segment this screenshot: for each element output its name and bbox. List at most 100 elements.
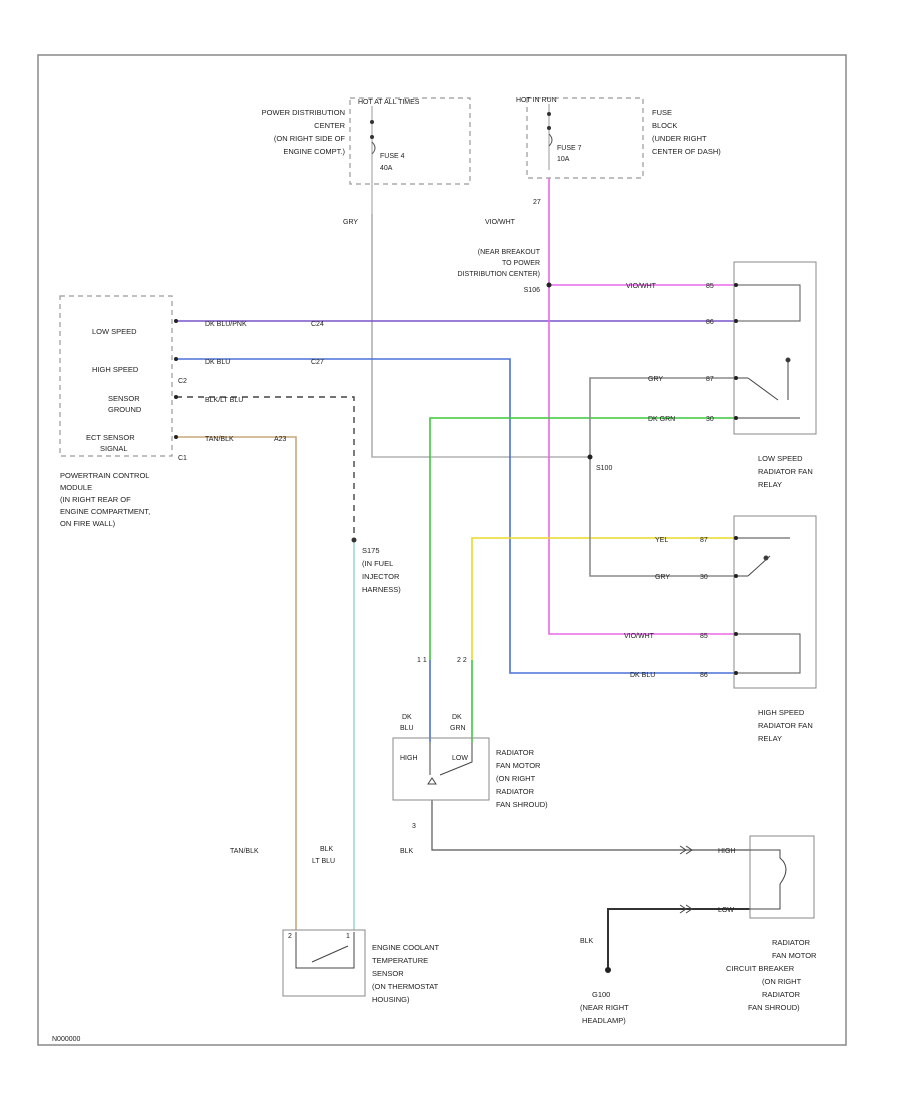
cb-title-4: (ON RIGHT xyxy=(762,977,802,986)
low-relay-pin-30: 30 xyxy=(706,416,714,423)
tan-blk-label: TAN/BLK xyxy=(205,436,234,443)
fuse-block-label-line4: CENTER OF DASH) xyxy=(652,147,721,156)
pcm-box xyxy=(59,295,173,457)
low-relay-title-1: LOW SPEED xyxy=(758,454,803,463)
breakout-label-line4: S106 xyxy=(524,287,540,294)
cb-title-1: RADIATOR xyxy=(772,938,811,947)
tan-blk-ect-label: TAN/BLK xyxy=(230,848,259,855)
vio-wht-wire-label: VIO/WHT xyxy=(485,219,516,226)
high-relay-pin-87: 87 xyxy=(700,537,708,544)
s175-splice xyxy=(351,537,357,543)
high-relay-coil xyxy=(736,633,801,674)
connector-1-label: 1 1 xyxy=(417,657,427,664)
pcm-sensor-ground-line2: GROUND xyxy=(108,405,142,414)
hot-in-run-label: HOT IN RUN xyxy=(516,97,557,104)
cb-title-3: CIRCUIT BREAKER xyxy=(726,964,795,973)
power-distribution-center-box xyxy=(349,97,471,185)
motor-title-5: FAN SHROUD) xyxy=(496,800,548,809)
fan-motor-symbol xyxy=(427,742,473,785)
s175-label-2: (IN FUEL xyxy=(362,559,393,568)
cb-low-label: LOW xyxy=(718,907,734,914)
gry-feed-wire xyxy=(371,214,590,458)
breakout-label-line2: TO POWER xyxy=(502,260,540,267)
svg-text:FUSE 7: FUSE 7 xyxy=(557,145,582,152)
gry-relay-wire xyxy=(589,377,736,577)
motor-title-4: RADIATOR xyxy=(496,787,535,796)
pcm-c2-label: C2 xyxy=(178,378,187,385)
ect-sensor-symbol xyxy=(295,932,355,969)
fuse-7-symbol: FUSE 7 10A xyxy=(547,104,582,170)
breakout-label-line1: (NEAR BREAKOUT xyxy=(478,249,541,256)
g100-label-1: G100 xyxy=(592,990,610,999)
footer-code: N000000 xyxy=(52,1036,81,1043)
s175-label-4: HARNESS) xyxy=(362,585,401,594)
sensor-ground-wire xyxy=(176,396,355,540)
ect-title-2: TEMPERATURE xyxy=(372,956,428,965)
wire-27-label: 27 xyxy=(533,199,541,206)
g100-label-3: HEADLAMP) xyxy=(582,1016,626,1025)
dk-blu-label: DK BLU xyxy=(205,359,230,366)
dk-blu-pk-label: DK BLU/PNK xyxy=(205,321,247,328)
high-relay-title-1: HIGH SPEED xyxy=(758,708,805,717)
low-speed-relay-box xyxy=(733,261,817,435)
ect-sensor-box xyxy=(282,929,366,997)
ect-pin-2: 2 xyxy=(288,933,292,940)
blk-motor-label: BLK xyxy=(400,848,414,855)
low-relay-title-2: RADIATOR FAN xyxy=(758,467,813,476)
c24-label: C24 xyxy=(311,321,324,328)
motor-title-3: (ON RIGHT xyxy=(496,774,536,783)
blk-lt-blu-ect-2: LT BLU xyxy=(312,858,335,865)
dk-grn-relay-label: DK GRN xyxy=(648,416,675,423)
ect-title-1: ENGINE COOLANT xyxy=(372,943,440,952)
motor-dk-blu-1: DK xyxy=(402,714,412,721)
s100-label: S100 xyxy=(596,465,612,472)
low-relay-pin-86: 86 xyxy=(706,319,714,326)
pcm-sensor-ground-line1: SENSOR xyxy=(108,394,140,403)
g100-label-2: (NEAR RIGHT xyxy=(580,1003,629,1012)
pdc-label-line3: (ON RIGHT SIDE OF xyxy=(274,134,346,143)
vio-wht-relay-label: VIO/WHT xyxy=(626,283,657,290)
pcm-title-line1: POWERTRAIN CONTROL xyxy=(60,471,149,480)
motor-dk-grn-1: DK xyxy=(452,714,462,721)
pcm-high-speed-label: HIGH SPEED xyxy=(92,365,139,374)
vio-wht-feed-wire xyxy=(548,178,736,635)
motor-dk-grn-2: GRN xyxy=(450,725,466,732)
a23-label: A23 xyxy=(274,436,287,443)
low-relay-switch xyxy=(736,357,800,419)
high-relay-pin-30: 30 xyxy=(700,574,708,581)
ect-title-4: (ON THERMOSTAT xyxy=(372,982,439,991)
motor-high-label: HIGH xyxy=(400,755,418,762)
dk-blu-high-relay-label: DK BLU xyxy=(630,672,655,679)
fuse-4-symbol: FUSE 4 40A xyxy=(370,106,405,214)
pcm-c1-label: C1 xyxy=(178,455,187,462)
diagram-frame xyxy=(37,54,847,1046)
high-relay-switch xyxy=(736,537,790,577)
pcm-low-speed-label: LOW SPEED xyxy=(92,327,137,336)
svg-text:40A: 40A xyxy=(380,165,393,172)
pcm-ect-line1: ECT SENSOR xyxy=(86,433,135,442)
s175-label-1: S175 xyxy=(362,546,380,555)
motor-low-label: LOW xyxy=(452,755,468,762)
cb-high-label: HIGH xyxy=(718,848,736,855)
connector-2-label: 2 2 xyxy=(457,657,467,664)
vio-wht-high-relay-label: VIO/WHT xyxy=(624,633,655,640)
high-speed-relay-box xyxy=(733,515,817,689)
breaker-symbol xyxy=(750,849,787,910)
pcm-title-line2: MODULE xyxy=(60,483,92,492)
svg-text:10A: 10A xyxy=(557,156,570,163)
g100-ground-point xyxy=(605,967,611,973)
fan-motor-box xyxy=(392,737,490,801)
blk-lt-blu-label: BLK/LT BLU xyxy=(205,397,243,404)
gry-high-relay-label: GRY xyxy=(655,574,670,581)
fuse-block-label-line1: FUSE xyxy=(652,108,672,117)
high-relay-pin-86: 86 xyxy=(700,672,708,679)
motor-pin-3: 3 xyxy=(412,823,416,830)
circuit-breaker-box xyxy=(749,835,815,919)
blk-ground-wire xyxy=(607,908,750,970)
pcm-title-line3: (IN RIGHT REAR OF xyxy=(60,495,131,504)
high-speed-wire xyxy=(176,358,736,674)
low-relay-coil xyxy=(736,284,801,322)
tan-blk-wire xyxy=(176,436,297,930)
c27-label: C27 xyxy=(311,359,324,366)
s175-label-3: INJECTOR xyxy=(362,572,400,581)
